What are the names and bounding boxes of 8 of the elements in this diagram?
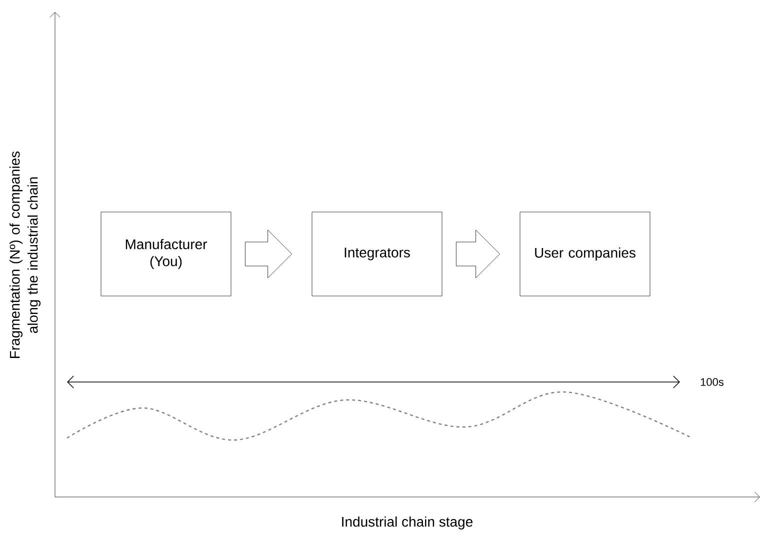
- stage-box: Manufacturer (You): [100, 212, 232, 296]
- block-arrow: [456, 230, 500, 278]
- dimension-label: 100s: [700, 378, 724, 386]
- block-arrow: [245, 230, 292, 278]
- axis-label: Industrial chain stage: [342, 516, 472, 530]
- stage-box: User companies: [520, 212, 650, 296]
- axis-label: Fragmentation (Nº) of companies along the industrial chain: [9, 151, 41, 358]
- stage-box: Integrators: [312, 212, 442, 296]
